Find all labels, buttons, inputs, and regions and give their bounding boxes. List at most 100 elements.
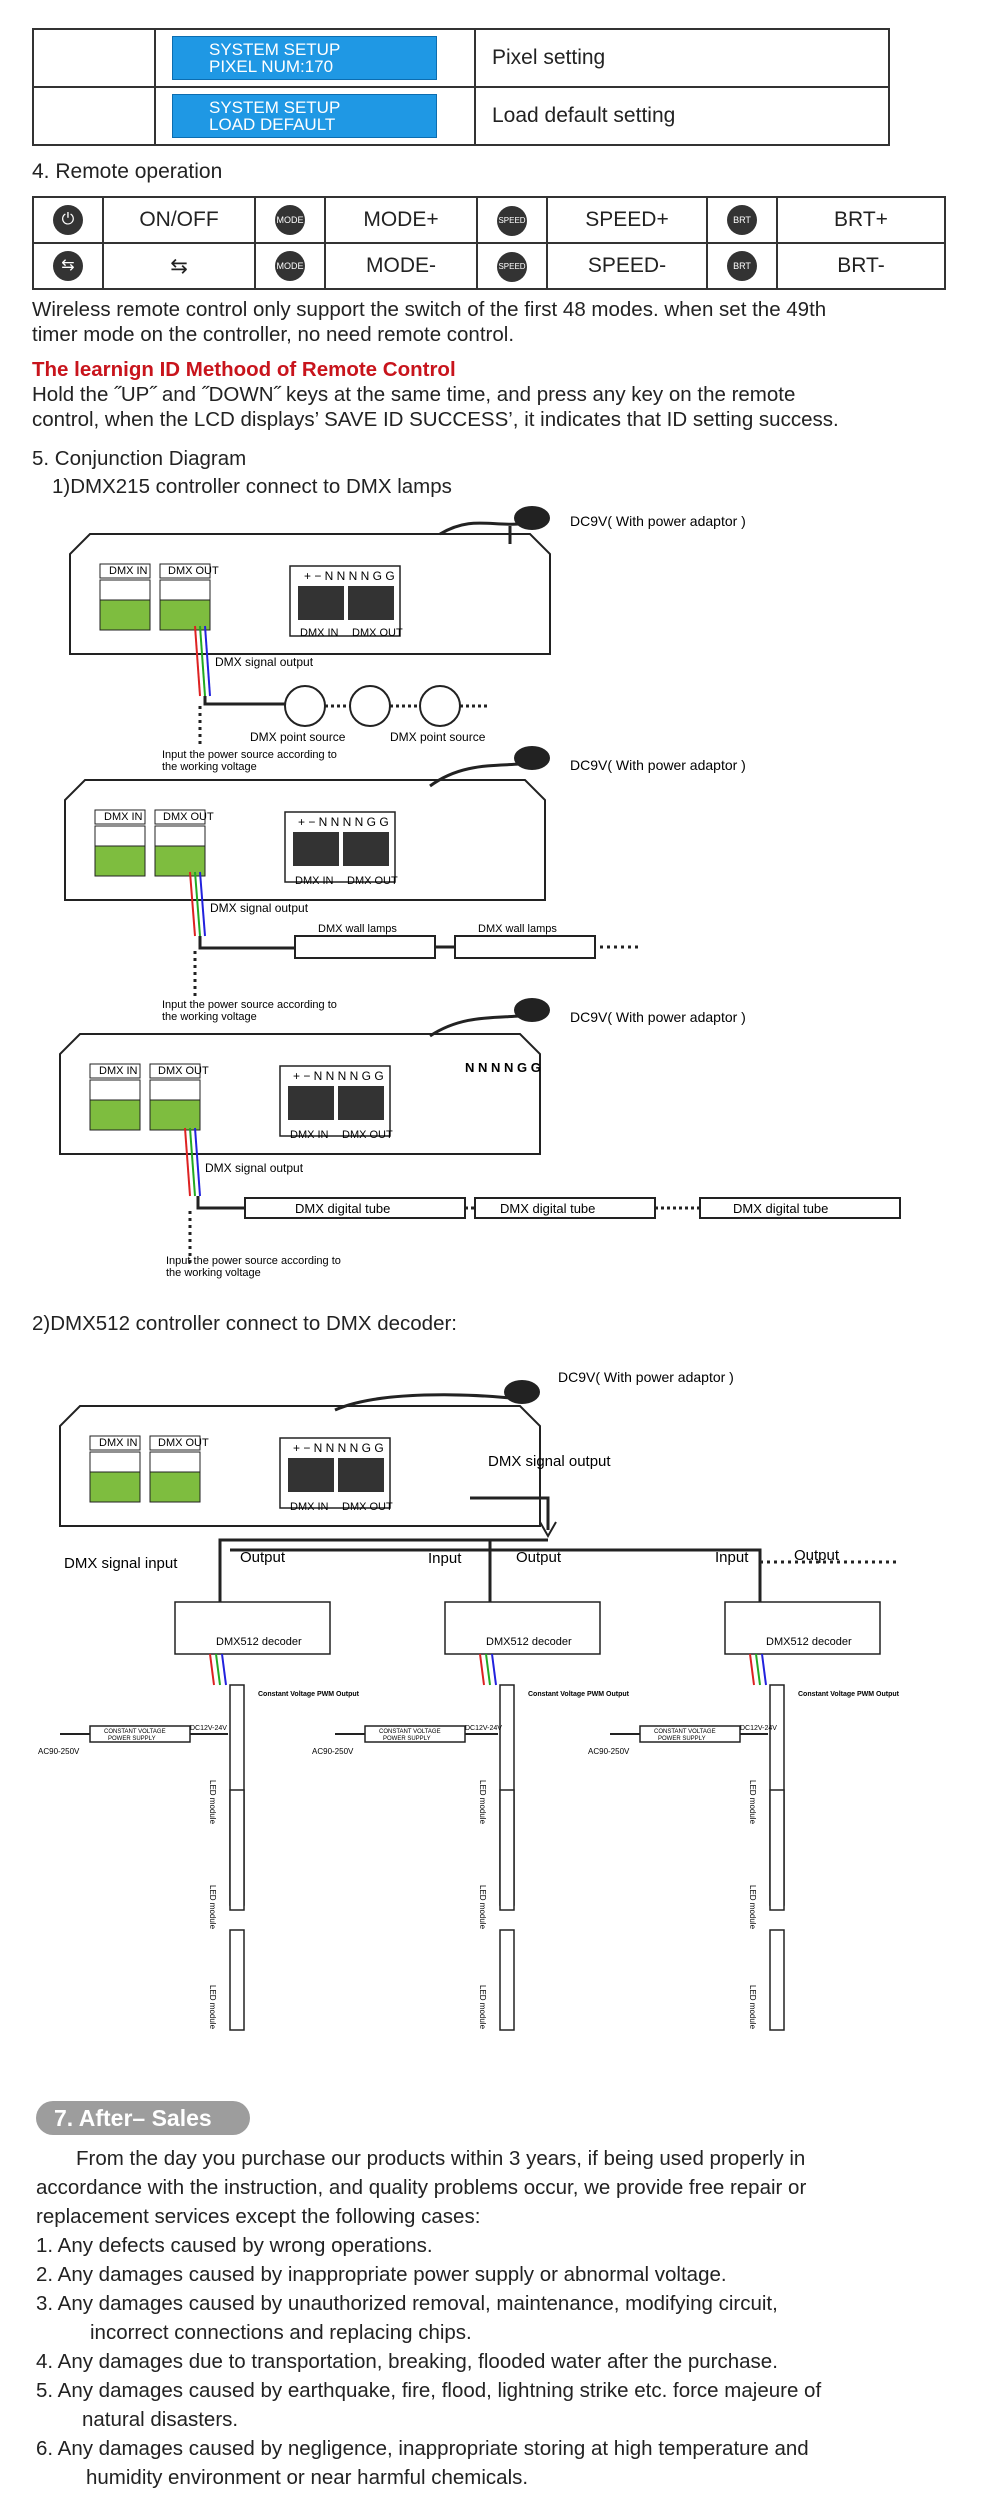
adaptor-label: DC9V( With power adaptor ) [570, 513, 746, 529]
adaptor-label: DC9V( With power adaptor ) [570, 757, 746, 773]
brt-up-icon-cell: BRT [706, 196, 778, 244]
dmx215-wiring-diagram: DC9V( With power adaptor ) DMX IN DMX OU… [59, 506, 901, 1279]
after-sales-item: 6. Any damages caused by negligence, ina… [36, 2437, 809, 2460]
cv-pwm-label: Constant Voltage PWM Output [258, 1691, 360, 1698]
brt-up-icon: BRT [727, 205, 757, 235]
lcd-display: SYSTEM SETUP LOAD DEFAULT [172, 94, 437, 138]
rj-in-label: DMX IN [295, 875, 334, 887]
lcd-row: SYSTEM SETUP PIXEL NUM:170 Pixel setting [32, 28, 890, 88]
led-module-label: LED module [748, 1885, 757, 1930]
rj-in-label: DMX IN [290, 1501, 329, 1513]
decoder-label: DMX512 decoder [486, 1636, 572, 1648]
remote-label: MODE+ [324, 196, 478, 244]
led-module-label: LED module [208, 1885, 217, 1930]
dc-label: DC12V-24V [190, 1725, 227, 1732]
rj-pins-label: + − N N N N G G [304, 569, 395, 583]
brt-down-icon-cell: BRT [706, 242, 778, 290]
dmx-out-label: DMX OUT [163, 811, 214, 823]
signal-output-label: DMX signal output [215, 655, 314, 669]
cv-pwm-label: Constant Voltage PWM Output [528, 1691, 630, 1698]
led-module-label: LED module [478, 1885, 487, 1930]
mode-up-icon: MODE [275, 205, 305, 235]
lcd-display: SYSTEM SETUP PIXEL NUM:170 [172, 36, 437, 80]
power-note: the working voltage [162, 761, 257, 773]
signal-input-label: DMX signal input [64, 1555, 178, 1572]
led-module-label: LED module [478, 1780, 487, 1825]
remote-label: BRT+ [776, 196, 946, 244]
setting-label: Pixel setting [474, 28, 890, 88]
lcd-row: SYSTEM SETUP LOAD DEFAULT Load default s… [32, 86, 890, 146]
led-module-label: LED module [478, 1985, 487, 2030]
lcd-line: PIXEL NUM:170 [209, 57, 334, 76]
learning-line: control, when the LCD displays’ SAVE ID … [32, 408, 839, 431]
cv-supply-label: POWER SUPPLY [658, 1736, 706, 1742]
rj-pins-label: + − N N N N G G [293, 1441, 384, 1455]
after-sales-intro: accordance with the instruction, and qua… [36, 2176, 807, 2199]
adaptor-label: DC9V( With power adaptor ) [558, 1369, 734, 1385]
led-module-label: LED module [208, 1780, 217, 1825]
speed-up-icon: SPEED [497, 205, 527, 236]
after-sales-item: 3. Any damages caused by unauthorized re… [36, 2292, 778, 2315]
after-sales-badge: 7. After– Sales [36, 2101, 250, 2135]
after-sales-intro: replacement services except the followin… [36, 2205, 481, 2228]
rj-pins-label: + − N N N N G G [298, 815, 389, 829]
dmx-in-label: DMX IN [109, 565, 148, 577]
digital-tube-label: DMX digital tube [500, 1201, 595, 1216]
mode-down-icon: MODE [275, 251, 305, 281]
ac-label: AC90-250V [312, 1747, 354, 1756]
conjunction-sub2: 2)DMX512 controller connect to DMX decod… [32, 1312, 458, 1335]
setting-label: Load default setting [474, 86, 890, 146]
cv-pwm-label: Constant Voltage PWM Output [798, 1691, 900, 1698]
ac-label: AC90-250V [38, 1747, 80, 1756]
led-module-label: LED module [748, 1985, 757, 2030]
after-sales-item: 2. Any damages caused by inappropriate p… [36, 2263, 727, 2286]
point-source-label: DMX point source [250, 730, 346, 744]
after-sales-item-cont: incorrect connections and replacing chip… [90, 2321, 472, 2344]
mode-down-icon-cell: MODE [254, 242, 326, 290]
led-module-label: LED module [748, 1780, 757, 1825]
rj-in-label: DMX IN [300, 627, 339, 639]
remote-row: ⏻ ON/OFF MODE MODE+ SPEED SPEED+ BRT BRT… [32, 196, 946, 244]
conjunction-heading: 5. Conjunction Diagram [32, 447, 247, 470]
dc-label: DC12V-24V [465, 1725, 502, 1732]
signal-output-label: DMX signal output [210, 901, 309, 915]
adaptor-label: DC9V( With power adaptor ) [570, 1009, 746, 1025]
after-sales-item-cont: natural disasters. [82, 2408, 239, 2431]
cv-supply-label: CONSTANT VOLTAGE [379, 1729, 441, 1735]
cv-supply-label: POWER SUPPLY [108, 1736, 156, 1742]
signal-output-label: DMX signal output [205, 1161, 304, 1175]
cv-supply-label: CONSTANT VOLTAGE [654, 1729, 716, 1735]
cv-supply-label: POWER SUPPLY [383, 1736, 431, 1742]
after-sales-item: 5. Any damages caused by earthquake, fir… [36, 2379, 822, 2402]
remote-row: ⇆ ⇆ MODE MODE- SPEED SPEED- BRT BRT- [32, 242, 946, 290]
conjunction-sub1: 1)DMX215 controller connect to DMX lamps [52, 475, 452, 498]
decoder-label: DMX512 decoder [766, 1636, 852, 1648]
digital-tube-label: DMX digital tube [295, 1201, 390, 1216]
lcd-settings-table: SYSTEM SETUP PIXEL NUM:170 Pixel setting… [32, 28, 890, 146]
remote-note-line: Wireless remote control only support the… [32, 298, 827, 321]
dmx-out-label: DMX OUT [168, 565, 219, 577]
speed-down-icon: SPEED [497, 251, 527, 282]
dmx-in-label: DMX IN [99, 1437, 138, 1449]
brt-down-icon: BRT [727, 251, 757, 281]
ac-label: AC90-250V [588, 1747, 630, 1756]
dmx-out-label: DMX OUT [158, 1437, 209, 1449]
lcd-line: SYSTEM SETUP [209, 40, 341, 59]
power-note: the working voltage [162, 1011, 257, 1023]
learning-line: Hold the ˝UP˝ and ˝DOWN˝ keys at the sam… [32, 383, 796, 406]
cv-supply-label: CONSTANT VOLTAGE [104, 1729, 166, 1735]
learning-title: The learnign ID Methood of Remote Contro… [32, 358, 456, 381]
rj-pins-label: + − N N N N G G [293, 1069, 384, 1083]
speed-down-icon-cell: SPEED [476, 242, 548, 290]
output-label: Output [240, 1549, 286, 1566]
power-icon-cell: ⏻ [32, 196, 104, 244]
dmx-in-label: DMX IN [104, 811, 143, 823]
after-sales-item: 4. Any damages due to transportation, br… [36, 2350, 778, 2373]
mode-up-icon-cell: MODE [254, 196, 326, 244]
wall-lamps-label: DMX wall lamps [478, 923, 557, 935]
dmx-in-label: DMX IN [99, 1065, 138, 1077]
power-note: Input the power source according to [162, 999, 337, 1011]
remote-label: SPEED+ [546, 196, 708, 244]
remote-note-line: timer mode on the controller, no need re… [32, 323, 515, 346]
remote-label: BRT- [776, 242, 946, 290]
